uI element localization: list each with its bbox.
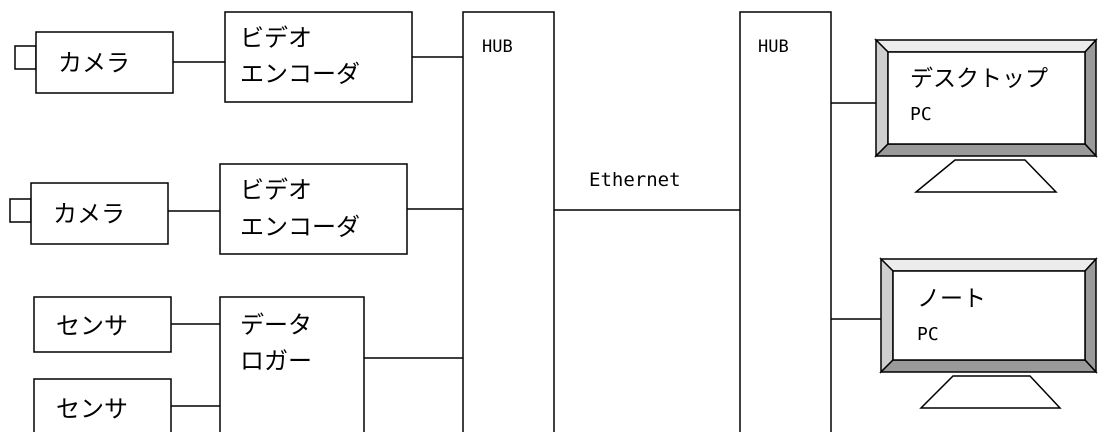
camera-1-box: [35, 31, 174, 94]
monitor-bezel-bottom: [874, 143, 1098, 157]
data-logger-box: [219, 296, 365, 432]
monitor-stand-icon: [913, 159, 1058, 193]
desktop-pc-line2: PC: [910, 104, 932, 125]
camera-2: カメラ: [9, 182, 169, 245]
monitor-bezel-left: [875, 38, 889, 158]
monitor-bezel-left: [880, 257, 894, 374]
laptop-pc-line1: ノート: [917, 286, 986, 312]
video-encoder-1-line1: ビデオ: [240, 24, 312, 52]
monitor-bezel-bottom: [879, 359, 1098, 373]
video-encoder-1-box: [224, 11, 413, 103]
video-encoder-1-line2: エンコーダ: [240, 60, 360, 88]
video-encoder-2: ビデオ エンコーダ: [219, 163, 408, 255]
monitor-screen: [892, 270, 1086, 361]
hub-2: HUB: [739, 11, 832, 432]
hub-1-label: HUB: [482, 37, 513, 57]
data-logger-line1: データ: [240, 311, 312, 339]
video-encoder-2-line2: エンコーダ: [240, 213, 360, 241]
monitor-bezel-top: [874, 39, 1098, 53]
hub-1: HUB: [462, 11, 555, 432]
sensor-1-label: センサ: [56, 312, 128, 340]
monitor-bezel-right: [1084, 38, 1097, 158]
hub-2-label: HUB: [758, 37, 789, 57]
desktop-pc-line1: デスクトップ: [910, 66, 1048, 92]
camera-lens-icon: [14, 45, 37, 70]
hub-2-box: [739, 11, 832, 432]
data-logger: データ ロガー: [219, 296, 365, 432]
hub-1-box: [462, 11, 555, 432]
camera-2-label: カメラ: [53, 200, 125, 228]
monitor-stand-icon: [919, 375, 1062, 409]
data-logger-line2: ロガー: [240, 347, 312, 375]
ethernet-label: Ethernet: [589, 169, 681, 191]
camera-lens-icon: [9, 198, 32, 223]
video-encoder-2-box: [219, 163, 408, 255]
monitor-bezel-right: [1084, 257, 1097, 374]
camera-1-label: カメラ: [58, 49, 130, 77]
video-encoder-1: ビデオ エンコーダ: [224, 11, 413, 103]
sensor-1-box: [33, 296, 172, 353]
laptop-pc-line2: PC: [917, 324, 939, 345]
sensor-2-label: センサ: [56, 395, 128, 423]
video-encoder-2-line1: ビデオ: [240, 176, 312, 204]
laptop-pc: ノート PC: [879, 257, 1098, 409]
desktop-pc: デスクトップ PC: [874, 38, 1098, 193]
sensor-2: センサ: [33, 378, 172, 432]
camera-2-box: [30, 182, 169, 245]
monitor-bezel-top: [879, 258, 1098, 272]
sensor-1: センサ: [33, 296, 172, 353]
monitor-screen: [887, 51, 1086, 145]
camera-1: カメラ: [14, 31, 174, 94]
